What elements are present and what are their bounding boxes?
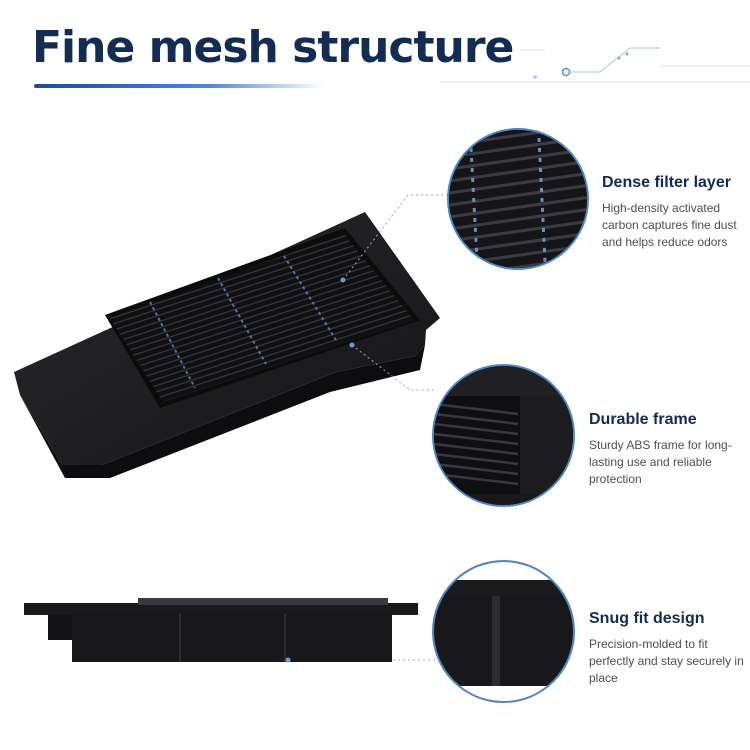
feature-dense-filter: Dense filter layer High-density activate… [602, 174, 747, 251]
title-underline [34, 84, 324, 88]
feature-description: Precision-molded to fit perfectly and st… [589, 637, 744, 685]
feature-heading: Durable frame [589, 411, 697, 428]
filter-layer-closeup [447, 128, 589, 270]
feature-description: Sturdy ABS frame for long-lasting use an… [589, 438, 732, 486]
feature-heading: Dense filter layer [602, 174, 731, 191]
frame-closeup [432, 364, 575, 507]
decorative-circuit-lines [440, 47, 750, 83]
feature-description: High-density activated carbon captures f… [602, 201, 737, 249]
feature-heading: Snug fit design [589, 610, 705, 627]
fit-closeup [432, 560, 575, 703]
feature-snug-fit: Snug fit design Precision-molded to fit … [589, 610, 744, 687]
page-title: Fine mesh structure [32, 22, 514, 73]
filter-side-view [24, 598, 418, 662]
feature-durable-frame: Durable frame Sturdy ABS frame for long-… [589, 411, 744, 488]
